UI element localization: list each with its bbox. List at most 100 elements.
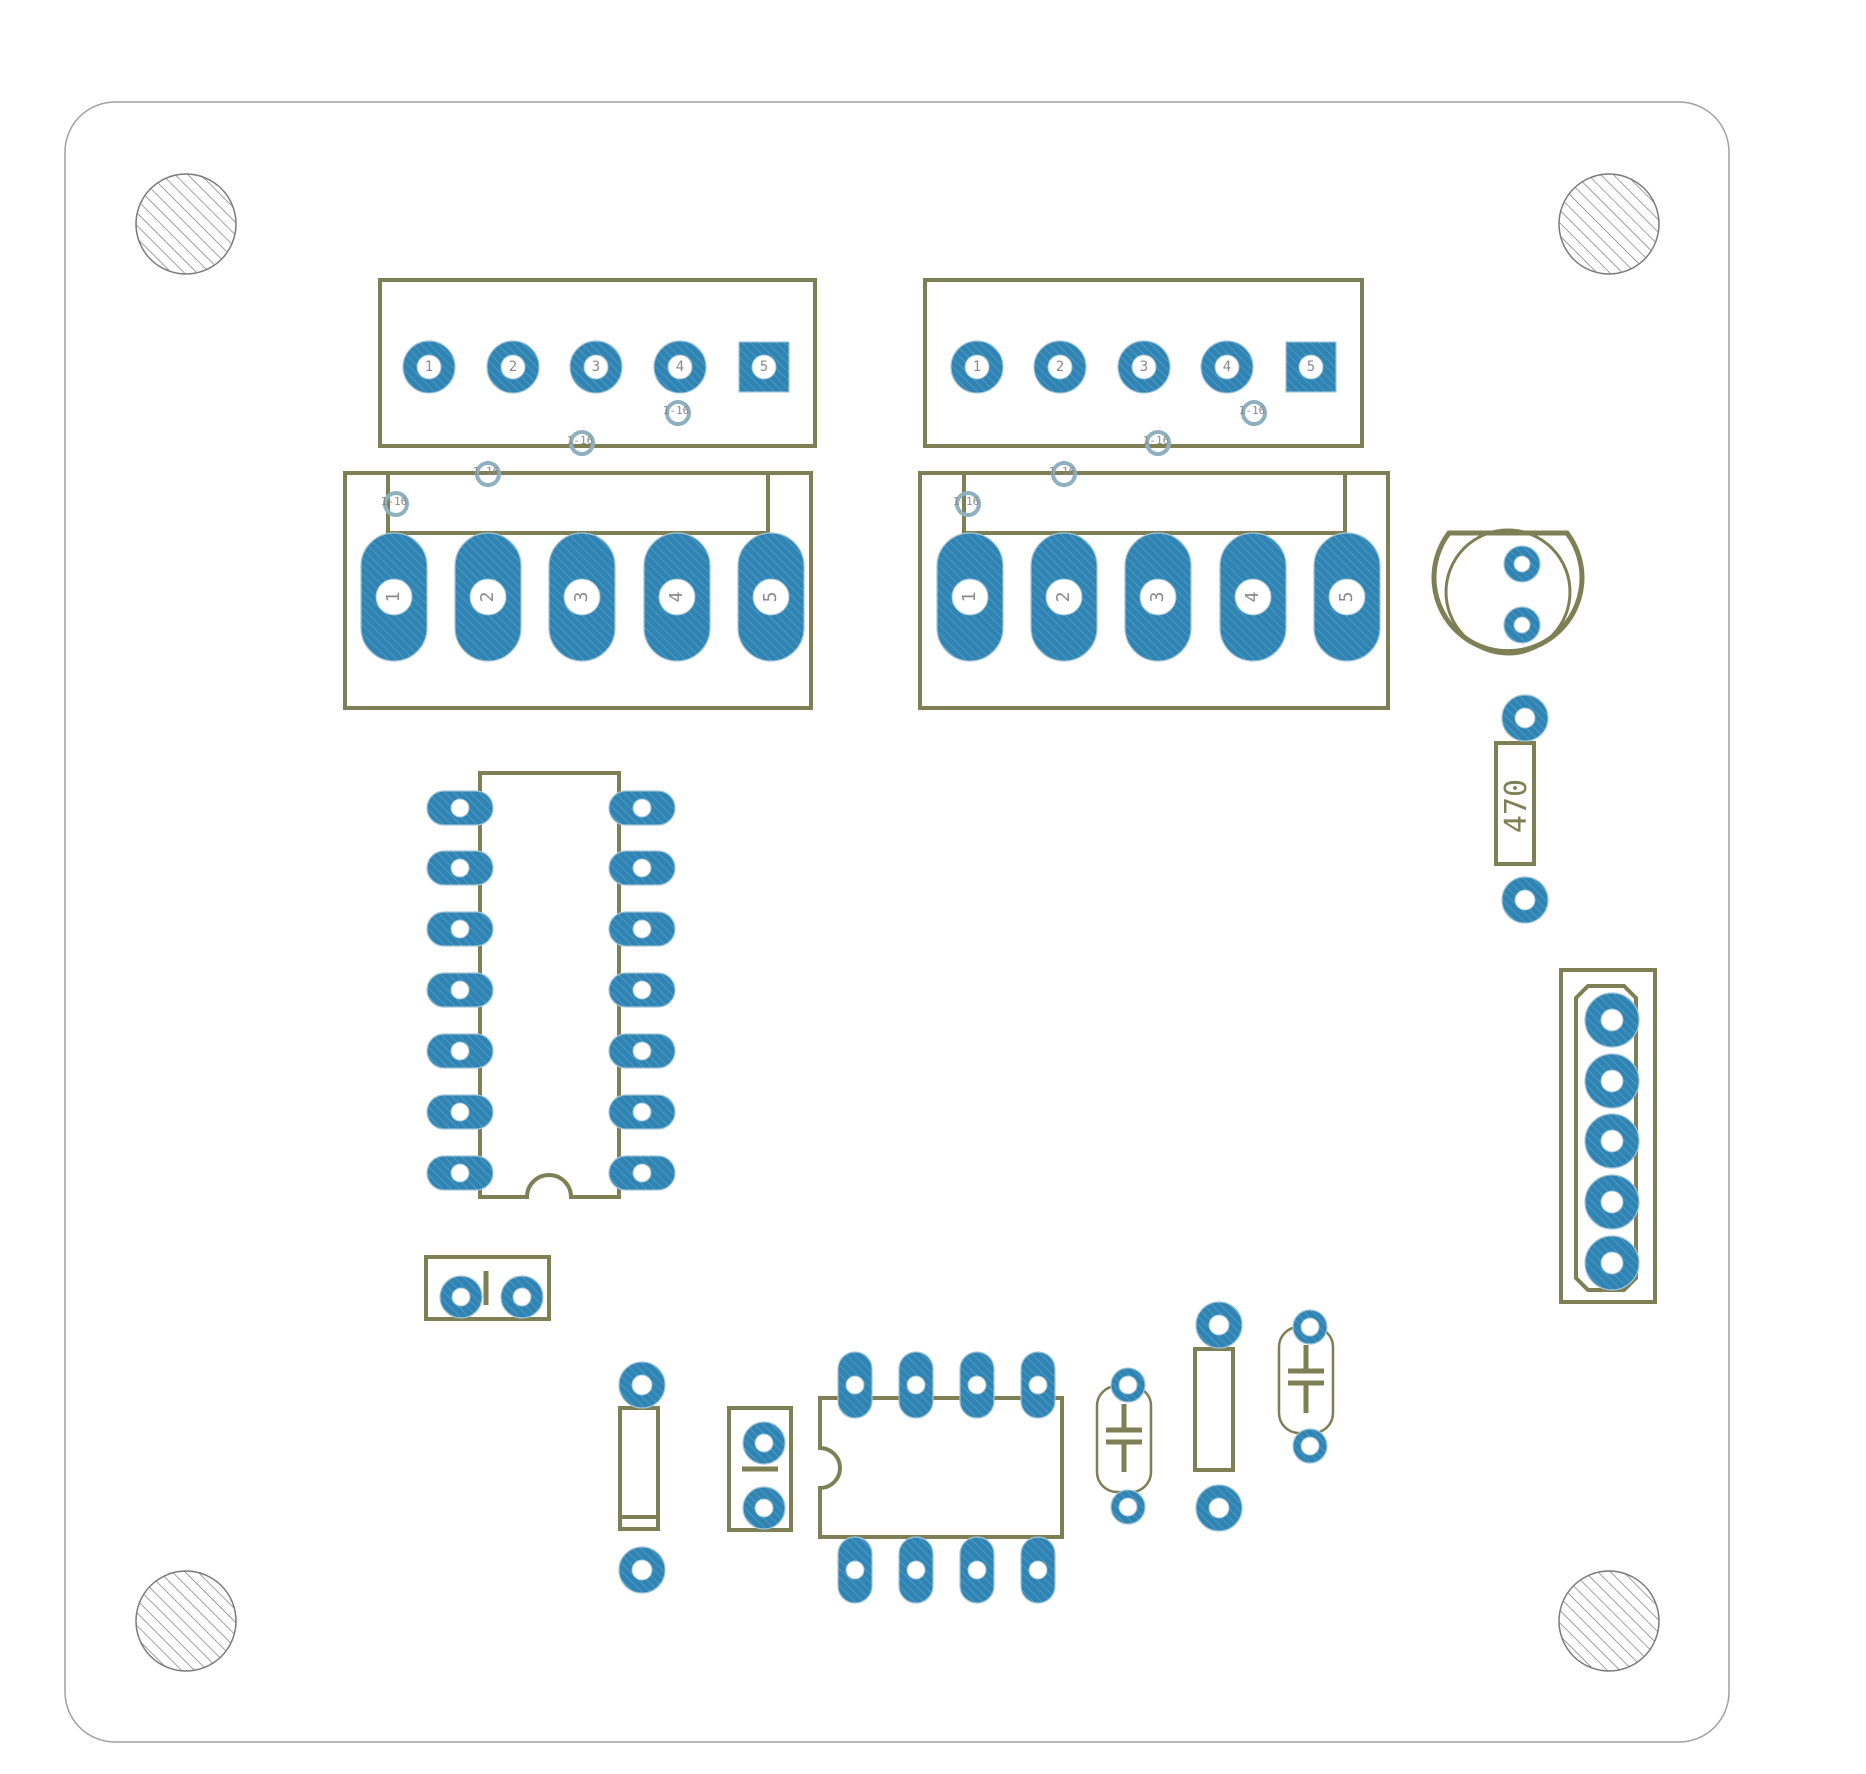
ic8-top-pad-1-drill — [845, 1375, 865, 1395]
pin-header-5-outline — [1559, 968, 1657, 1304]
terminal-right-pad-5-drill — [1328, 578, 1366, 616]
ic8-top-pad-2-drill — [906, 1375, 926, 1395]
header-tl-pad-5-drill — [751, 354, 777, 380]
header-tr-pin-label-3: 3 — [1140, 359, 1148, 375]
regulator-pad-2-drill — [1513, 616, 1531, 634]
ic8-bottom-pad-2-drill — [906, 1560, 926, 1580]
via-label-4: 1-16 — [663, 404, 690, 417]
resistor-middle-pad-1-drill — [1208, 1314, 1230, 1336]
ic16-right-pad-4-drill — [632, 980, 652, 1000]
ic8-bottom-pad-1-drill — [845, 1560, 865, 1580]
header-tl-pad-1-drill — [416, 354, 442, 380]
ic16-right-pad-6-drill — [632, 1102, 652, 1122]
terminal-right-pad-4-drill — [1234, 578, 1272, 616]
via-4 — [665, 400, 691, 426]
terminal-left-pad-3-drill — [563, 578, 601, 616]
terminal-right-outline — [918, 471, 1390, 710]
terminal-right-pin-label-2: 2 — [1053, 592, 1074, 603]
ic16-right-pad-7-drill — [632, 1163, 652, 1183]
terminal-left-pin-label-2: 2 — [477, 592, 498, 603]
ic8-top-pad-3-drill — [967, 1375, 987, 1395]
terminal-left-pad-2-drill — [469, 578, 507, 616]
pin-header-pad-3-drill — [1600, 1129, 1624, 1153]
ic16-left-pad-4-drill — [450, 980, 470, 1000]
terminal-right-pin-label-3: 3 — [1147, 592, 1168, 603]
resistor-470-outline — [1494, 741, 1536, 866]
copper-layer — [360, 340, 1640, 1604]
ic8-bottom-pad-3-drill — [967, 1560, 987, 1580]
resistor-middle-pad-2-drill — [1208, 1497, 1230, 1519]
resistor-value-label: 470 — [1499, 779, 1534, 833]
via-label-8: 1-16 — [1239, 404, 1266, 417]
via-8 — [1241, 400, 1267, 426]
resistor-left-pad-1-drill — [631, 1374, 653, 1396]
resistor-470-pad-1-drill — [1514, 707, 1536, 729]
capacitor-right-pad-2-drill — [1300, 1436, 1320, 1456]
header-tr-pad-1-drill — [964, 354, 990, 380]
terminal-left-pin-label-1: 1 — [383, 592, 404, 603]
header-tl-pin-label-3: 3 — [592, 359, 600, 375]
pin-header-pad-2-drill — [1600, 1069, 1624, 1093]
terminal-left-pad-5-drill — [752, 578, 790, 616]
mounting-holes — [135, 173, 1660, 1672]
header-tr-pin-label-2: 2 — [1056, 359, 1064, 375]
jumper-pad-1-drill — [451, 1287, 471, 1307]
header-tl-pin-label-1: 1 — [425, 359, 433, 375]
mount-hole-bottom-left — [135, 1570, 237, 1672]
ic8-bottom-pad-4-drill — [1028, 1560, 1048, 1580]
ic16-left-pad-3-drill — [450, 919, 470, 939]
header-tr-pad-2-drill — [1047, 354, 1073, 380]
header-tl-pad-2-drill — [500, 354, 526, 380]
terminal-left-pin-label-4: 4 — [666, 592, 687, 603]
terminal-right-pad-2-drill — [1045, 578, 1083, 616]
ic16-right-pad-2-drill — [632, 858, 652, 878]
regulator-inner-circle — [1444, 528, 1572, 656]
capacitor-left-pad-2-drill — [1118, 1497, 1138, 1517]
ic8-top-pad-4-drill — [1028, 1375, 1048, 1395]
resistor-middle-outline — [1193, 1347, 1235, 1472]
board-outline — [64, 101, 1730, 1743]
terminal-left-pad-1-drill — [375, 578, 413, 616]
terminal-right-pad-1-drill — [951, 578, 989, 616]
jumper-v-pad-2-drill — [754, 1498, 774, 1518]
via-1 — [383, 491, 409, 517]
terminal-left-pad-4-drill — [658, 578, 696, 616]
pin-header-pad-5-drill — [1600, 1251, 1624, 1275]
header-tl-pin-label-2: 2 — [509, 359, 517, 375]
header-tl-pin-label-5: 5 — [760, 359, 768, 375]
via-label-5: 1-16 — [953, 495, 980, 508]
pin-header-5-octagon — [1574, 984, 1638, 1292]
header-tl-pad-4-drill — [667, 354, 693, 380]
capacitor-right-pad-1-drill — [1300, 1317, 1320, 1337]
header-tl-pin-label-4: 4 — [676, 359, 684, 375]
header-top-left-outline — [378, 278, 817, 448]
ic-dip8-outline — [818, 1396, 1064, 1539]
terminal-right-pin-label-4: 4 — [1242, 592, 1263, 603]
jumper-2pin-outline — [424, 1255, 551, 1321]
terminal-left-outline — [343, 471, 813, 710]
ic16-left-pad-2-drill — [450, 858, 470, 878]
via-2 — [475, 461, 501, 487]
capacitor-symbols — [483, 1271, 1324, 1472]
header-tr-pin-label-4: 4 — [1223, 359, 1231, 375]
via-label-7: 1-16 — [1143, 434, 1170, 447]
mount-hole-top-right — [1558, 173, 1660, 275]
resistor-470-pad-2-drill — [1514, 889, 1536, 911]
header-tr-pad-5-drill — [1298, 354, 1324, 380]
capacitor-left-pad-1-drill — [1118, 1375, 1138, 1395]
via-3 — [569, 430, 595, 456]
header-tr-pin-label-5: 5 — [1307, 359, 1315, 375]
header-tr-pad-3-drill — [1131, 354, 1157, 380]
mount-hole-bottom-right — [1558, 1570, 1660, 1672]
ic16-right-pad-3-drill — [632, 919, 652, 939]
via-label-2: 1-16 — [473, 465, 500, 478]
terminal-right-pin-label-5: 5 — [1336, 592, 1357, 603]
ic16-right-pad-1-drill — [632, 798, 652, 818]
terminal-left-pin-label-5: 5 — [760, 592, 781, 603]
regulator-footprint — [1431, 528, 1585, 656]
header-tl-pad-3-drill — [583, 354, 609, 380]
header-tr-pad-4-drill — [1214, 354, 1240, 380]
jumper-pad-2-drill — [512, 1287, 532, 1307]
